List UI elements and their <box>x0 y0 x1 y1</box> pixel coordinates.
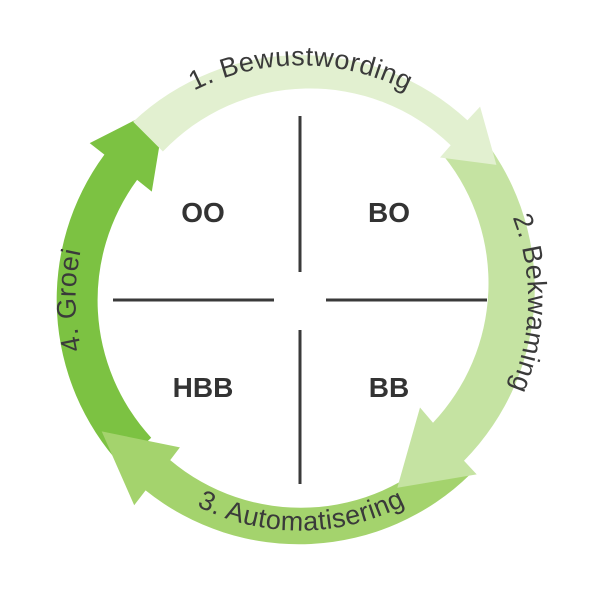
quadrant-bottom-right: BB <box>369 372 409 403</box>
stage-arrow-1 <box>133 55 497 165</box>
stage-arrow-3 <box>101 431 471 545</box>
stage-arrow-2 <box>397 128 535 488</box>
stage-arrow-4 <box>56 104 167 467</box>
quadrant-top-left: OO <box>181 197 225 228</box>
quadrant-top-right: BO <box>368 197 410 228</box>
quadrant-bottom-left: HBB <box>173 372 234 403</box>
